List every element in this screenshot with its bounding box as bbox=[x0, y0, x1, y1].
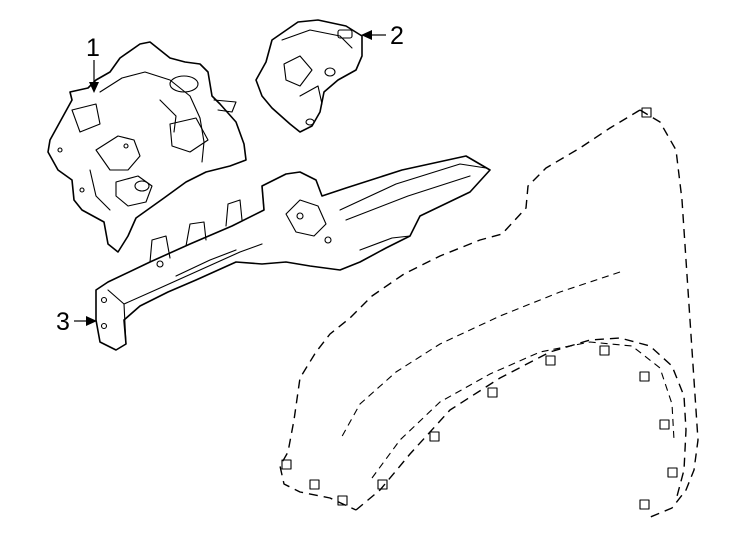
part-1-wheelhouse-apron bbox=[47, 41, 247, 253]
part-2-bracket bbox=[255, 19, 363, 133]
callout-1: 1 bbox=[86, 34, 100, 93]
part-3-frame-rail bbox=[95, 155, 491, 351]
callout-3-label: 3 bbox=[56, 308, 70, 336]
callout-1-arrowhead bbox=[89, 82, 99, 93]
callout-1-label: 1 bbox=[86, 34, 100, 62]
callout-2-label: 2 bbox=[390, 22, 404, 50]
callout-3: 3 bbox=[56, 308, 97, 336]
callout-3-arrowhead bbox=[86, 316, 97, 326]
callout-2: 2 bbox=[361, 22, 404, 50]
fender-clip-marks bbox=[281, 107, 678, 510]
fender-phantom-outline bbox=[279, 107, 699, 519]
callout-2-arrowhead bbox=[361, 30, 372, 40]
